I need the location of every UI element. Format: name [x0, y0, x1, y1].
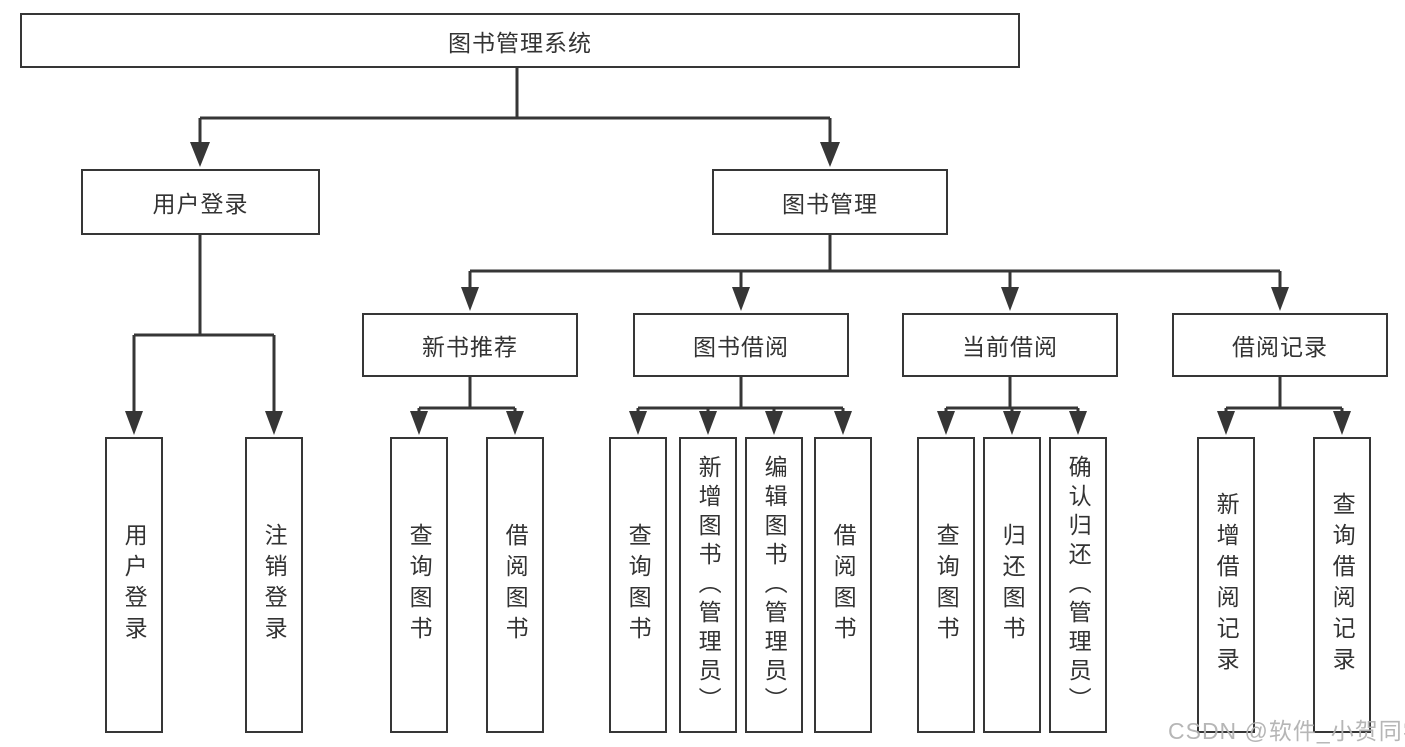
leaf-return-books: 归还图书 [983, 437, 1041, 733]
node-label: 注销登录 [261, 523, 288, 647]
leaf-add-books-admin: 新增图书（管理员） [679, 437, 737, 733]
node-label: 查询图书 [933, 523, 960, 647]
node-label: 用户登录 [152, 191, 249, 217]
leaf-edit-books-admin: 编辑图书（管理员） [745, 437, 803, 733]
leaf-current-query-books: 查询图书 [917, 437, 975, 733]
leaf-recommend-borrow-books: 借阅图书 [486, 437, 544, 733]
node-book-borrow: 图书借阅 [633, 313, 849, 377]
node-label: 查询借阅记录 [1329, 492, 1356, 678]
leaf-query-borrow-record: 查询借阅记录 [1313, 437, 1371, 733]
node-label: 用户登录 [121, 523, 148, 647]
node-label: 确认归还（管理员） [1065, 454, 1092, 716]
node-current-borrow: 当前借阅 [902, 313, 1118, 377]
leaf-borrow-books: 借阅图书 [814, 437, 872, 733]
node-label: 新增借阅记录 [1213, 492, 1240, 678]
node-borrow-records: 借阅记录 [1172, 313, 1388, 377]
node-label: 借阅图书 [502, 523, 529, 647]
leaf-user-login: 用户登录 [105, 437, 163, 733]
arrowheads [125, 142, 1351, 435]
node-label: 借阅记录 [1232, 334, 1328, 360]
node-label: 图书借阅 [693, 334, 789, 360]
node-label: 新书推荐 [422, 334, 518, 360]
node-label: 查询图书 [625, 523, 652, 647]
leaf-borrow-query-books: 查询图书 [609, 437, 667, 733]
leaf-recommend-query-books: 查询图书 [390, 437, 448, 733]
node-label: 查询图书 [406, 523, 433, 647]
node-label: 归还图书 [999, 523, 1026, 647]
node-new-book-recommend: 新书推荐 [362, 313, 578, 377]
node-user-login: 用户登录 [81, 169, 320, 235]
leaf-logout: 注销登录 [245, 437, 303, 733]
node-root-library-system: 图书管理系统 [20, 13, 1020, 68]
leaf-add-borrow-record: 新增借阅记录 [1197, 437, 1255, 733]
node-label: 图书管理 [782, 191, 878, 217]
node-book-management: 图书管理 [712, 169, 948, 235]
node-label: 图书管理系统 [448, 29, 592, 56]
csdn-watermark: CSDN @软件_小贺同学 [1168, 718, 1405, 744]
leaf-confirm-return-admin: 确认归还（管理员） [1049, 437, 1107, 733]
node-label: 借阅图书 [830, 523, 857, 647]
node-label: 新增图书（管理员） [695, 454, 722, 716]
node-label: 编辑图书（管理员） [761, 454, 788, 716]
node-label: 当前借阅 [962, 334, 1058, 360]
